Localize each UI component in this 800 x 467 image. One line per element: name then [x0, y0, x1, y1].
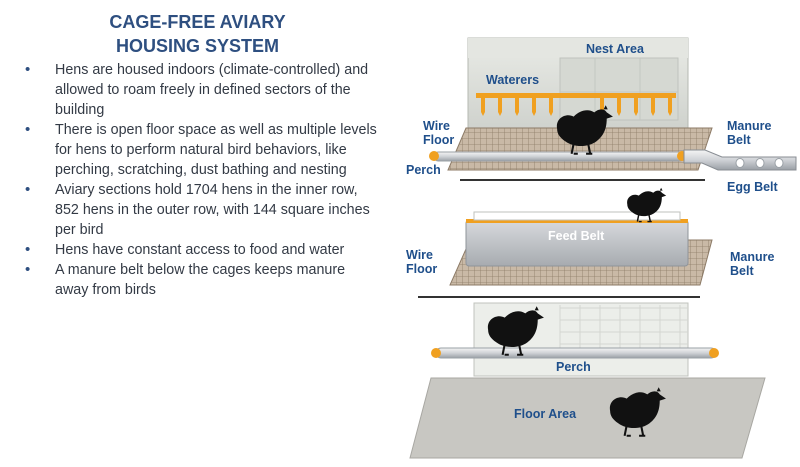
waterer-drops: [481, 98, 672, 116]
label-egg-belt: Egg Belt: [727, 180, 779, 194]
bullet-item: Hens are housed indoors (climate-control…: [22, 60, 377, 120]
label-perch-upper: Perch: [406, 163, 441, 177]
perch-upper: [433, 151, 685, 162]
bullet-item: A manure belt below the cages keeps manu…: [22, 260, 377, 300]
label-wire-floor-upper: Wire Floor: [423, 119, 454, 147]
label-feed-belt: Feed Belt: [548, 229, 605, 243]
label-nest-area: Nest Area: [586, 42, 645, 56]
diagram-title: CAGE-FREE AVIARY HOUSING SYSTEM: [10, 10, 385, 58]
floor-area: [409, 377, 766, 459]
feature-list: Hens are housed indoors (climate-control…: [22, 60, 377, 300]
aviary-diagram: Nest Area Waterers Wire Floor Manure Bel…: [406, 37, 797, 459]
bullet-item: There is open floor space as well as mul…: [22, 120, 377, 180]
label-manure-belt-middle: Manure Belt: [730, 250, 778, 278]
label-wire-floor-middle: Wire Floor: [406, 248, 437, 276]
waterer-pipe: [476, 93, 676, 98]
label-floor-area: Floor Area: [514, 407, 577, 421]
lower-tier: [409, 302, 766, 459]
label-manure-belt-upper: Manure Belt: [727, 119, 775, 147]
label-perch-lower: Perch: [556, 360, 591, 374]
bullet-item: Aviary sections hold 1704 hens in the in…: [22, 180, 377, 240]
middle-tier: [418, 187, 713, 298]
label-waterers: Waterers: [486, 73, 539, 87]
bullet-item: Hens have constant access to food and wa…: [22, 240, 377, 260]
perch-lower: [435, 347, 717, 359]
title-line-1: CAGE-FREE AVIARY: [109, 12, 286, 32]
nest-area-header: [468, 38, 688, 58]
feed-belt: [465, 219, 689, 267]
title-line-2: HOUSING SYSTEM: [115, 36, 280, 56]
upper-tier: [429, 37, 797, 181]
